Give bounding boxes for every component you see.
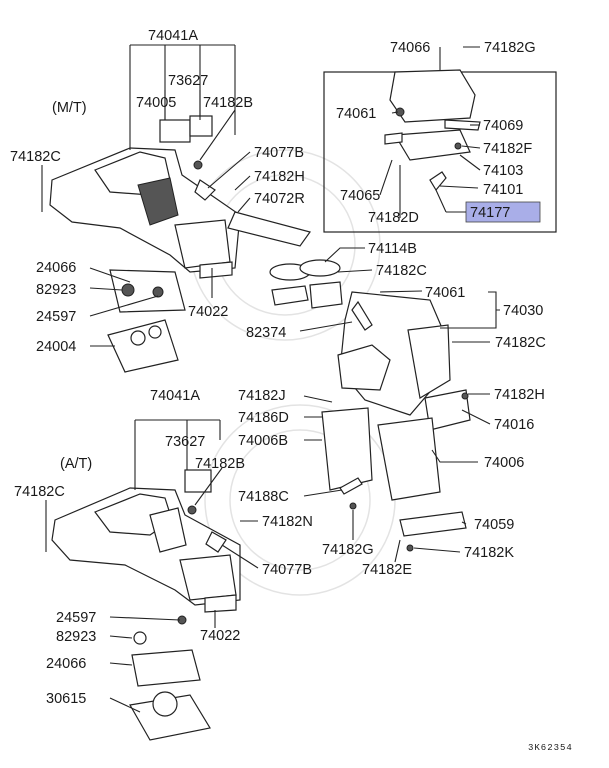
label-74016: 74016 (494, 417, 534, 433)
label-74114B: 74114B (368, 241, 417, 257)
label-74186D: 74186D (238, 410, 289, 426)
label-74182C-mid: 74182C (376, 263, 427, 279)
at-console-assembly (51, 469, 241, 613)
mt-console-assembly (49, 115, 311, 279)
armrest-parts (384, 69, 481, 192)
label-74059: 74059 (474, 517, 514, 533)
label-82374: 82374 (246, 325, 286, 341)
label-74182B-top: 74182B (203, 95, 253, 111)
label-74005: 74005 (136, 95, 176, 111)
label-74069: 74069 (483, 118, 523, 134)
label-24066-top: 24066 (36, 260, 76, 276)
label-74101: 74101 (483, 182, 523, 198)
label-74061-mid: 74061 (425, 285, 465, 301)
label-24066-bot: 24066 (46, 656, 86, 672)
section-at-label: (A/T) (60, 456, 92, 472)
label-74061-box: 74061 (336, 106, 376, 122)
label-24597-bot: 24597 (56, 610, 96, 626)
label-74182C-bot-left: 74182C (14, 484, 65, 500)
label-74182J: 74182J (238, 388, 286, 404)
label-74177: 74177 (470, 205, 510, 221)
right-side-parts (321, 389, 471, 552)
label-74006B: 74006B (238, 433, 288, 449)
label-74182C-right: 74182C (495, 335, 546, 351)
label-74006: 74006 (484, 455, 524, 471)
label-73627-top: 73627 (168, 73, 208, 89)
label-74182N: 74182N (262, 514, 313, 530)
label-74182G-top: 74182G (484, 40, 536, 56)
mt-shift-boot-parts (107, 269, 186, 373)
label-74066: 74066 (390, 40, 430, 56)
label-30615: 30615 (46, 691, 86, 707)
label-24004: 24004 (36, 339, 76, 355)
center-console-body (269, 259, 451, 416)
label-74041A-top: 74041A (148, 28, 198, 44)
label-82923-bot: 82923 (56, 629, 96, 645)
label-74182H-top: 74182H (254, 169, 305, 185)
label-74182K: 74182K (464, 545, 514, 561)
label-74182C-top-left: 74182C (10, 149, 61, 165)
label-24597-top: 24597 (36, 309, 76, 325)
label-74065: 74065 (340, 188, 380, 204)
label-74022-top: 74022 (188, 304, 228, 320)
label-74182F: 74182F (483, 141, 532, 157)
label-74072R: 74072R (254, 191, 305, 207)
label-74182H-right: 74182H (494, 387, 545, 403)
section-mt-label: (M/T) (52, 100, 87, 116)
label-74077B-bot: 74077B (262, 562, 312, 578)
label-74103: 74103 (483, 163, 523, 179)
label-74182D: 74182D (368, 210, 419, 226)
leader-lines (41, 44, 500, 713)
label-74182E: 74182E (362, 562, 412, 578)
label-74182B-bot: 74182B (195, 456, 245, 472)
label-73627-bot: 73627 (165, 434, 205, 450)
label-74077B-top: 74077B (254, 145, 304, 161)
label-74022-bot: 74022 (200, 628, 240, 644)
diagram-code: 3K62354 (528, 743, 573, 753)
part-labels: 74041A 73627 74005 74182B (M/T) 74182C 7… (10, 28, 573, 753)
label-74188C: 74188C (238, 489, 289, 505)
label-74041A-bot: 74041A (150, 388, 200, 404)
at-shift-parts (129, 615, 211, 741)
label-74030: 74030 (503, 303, 543, 319)
label-82923-top: 82923 (36, 282, 76, 298)
label-74182G-bot: 74182G (322, 542, 374, 558)
